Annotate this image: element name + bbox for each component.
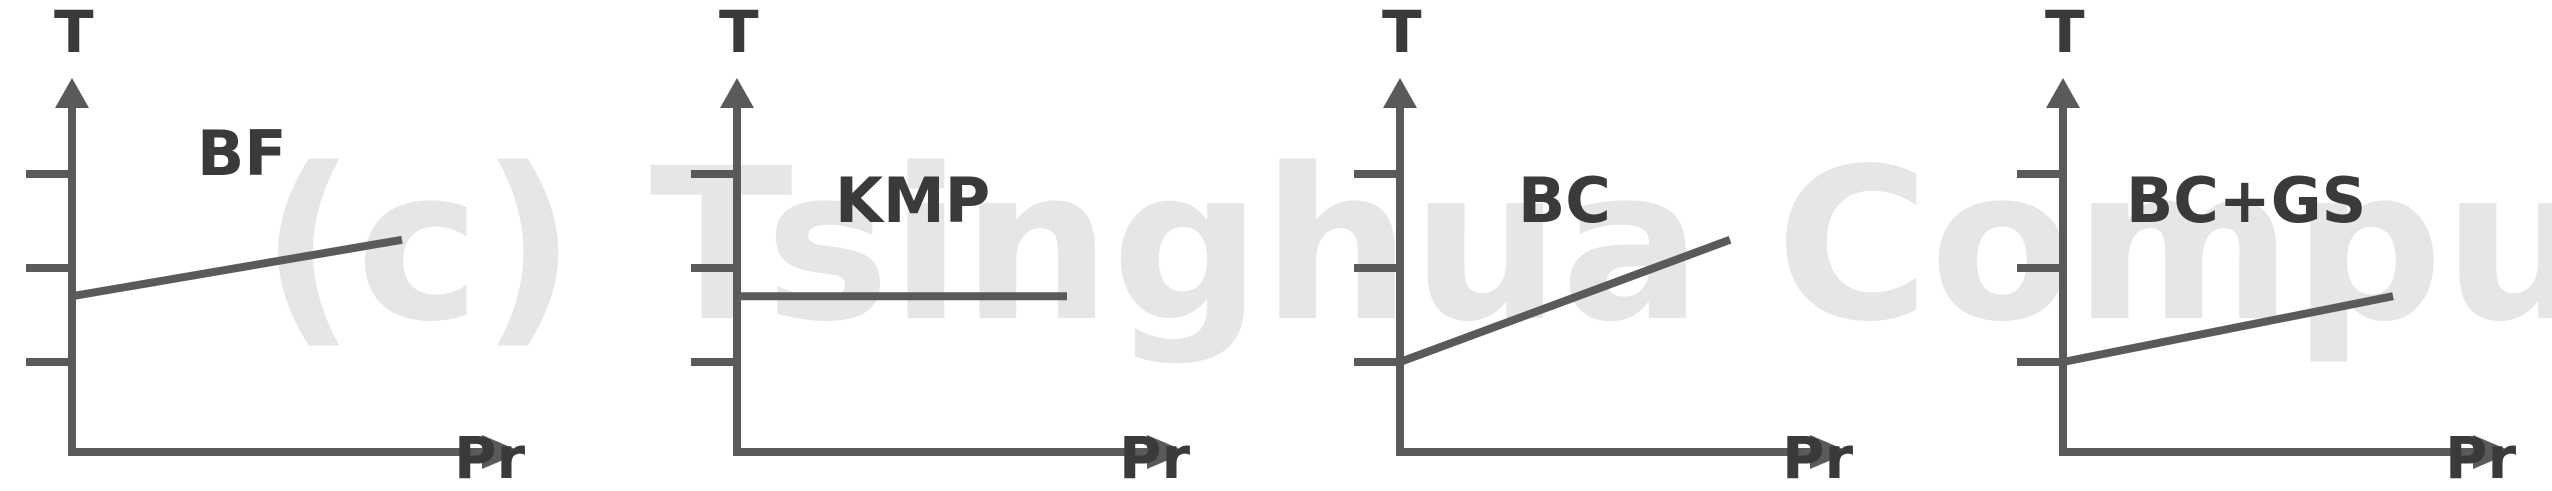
panel-bc: T Pr BC bbox=[1354, 0, 1854, 491]
x-axis-label: Pr bbox=[2445, 424, 2517, 491]
x-axis-arrowhead bbox=[1810, 435, 1850, 469]
y-axis-arrowhead bbox=[1383, 78, 1417, 108]
x-axis-arrowhead bbox=[2473, 435, 2513, 469]
y-axis-label: T bbox=[2045, 0, 2085, 66]
y-axis-label: T bbox=[719, 0, 759, 66]
panel-kmp: T Pr KMP bbox=[691, 0, 1191, 491]
watermark-text: (c) Tsinghua Computer bbox=[260, 123, 2552, 368]
y-axis-arrowhead bbox=[720, 78, 754, 108]
x-axis-arrowhead bbox=[1147, 435, 1187, 469]
y-axis-label: T bbox=[1382, 0, 1422, 66]
curve-line bbox=[2062, 292, 2394, 366]
curve-label: BC+GS bbox=[2126, 164, 2366, 237]
curve-label: KMP bbox=[835, 164, 990, 237]
x-axis-label: Pr bbox=[1119, 424, 1191, 491]
panel-bf: T Pr BF bbox=[26, 0, 526, 491]
curve-label: BC bbox=[1518, 164, 1611, 237]
y-axis-arrowhead bbox=[2046, 78, 2080, 108]
panel-bcgs: T Pr BC+GS bbox=[2017, 0, 2517, 491]
panels-group: T Pr BF T Pr KMP T Pr BC T Pr BC+GS bbox=[26, 0, 2517, 491]
curve-label: BF bbox=[197, 117, 287, 190]
x-axis-label: Pr bbox=[454, 424, 526, 491]
y-axis-label: T bbox=[54, 0, 94, 66]
x-axis-label: Pr bbox=[1782, 424, 1854, 491]
curve-line bbox=[1398, 236, 1732, 366]
curve-line bbox=[71, 235, 403, 301]
x-axis-arrowhead bbox=[482, 435, 522, 469]
y-axis-arrowhead bbox=[55, 78, 89, 108]
